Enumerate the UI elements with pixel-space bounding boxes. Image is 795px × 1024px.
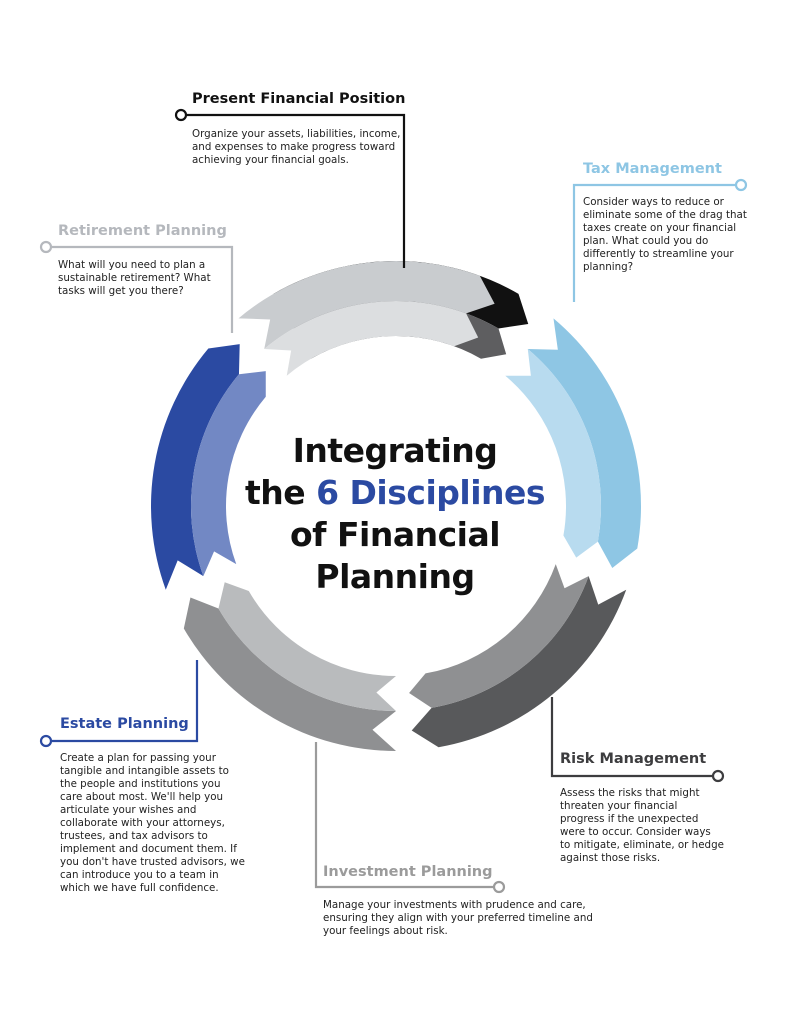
body-line: you don't have trusted advisors, we bbox=[60, 856, 245, 868]
body-line: collaborate with your attorneys, bbox=[60, 817, 225, 829]
body-line: can introduce you to a team in bbox=[60, 869, 219, 881]
retirement-heading: Retirement Planning bbox=[58, 223, 227, 239]
risk-segment-inner bbox=[409, 564, 589, 708]
tax-leader-line bbox=[572, 183, 741, 302]
title-line-1: Integrating bbox=[292, 431, 498, 470]
risk-heading: Risk Management bbox=[560, 751, 707, 767]
body-line: sustainable retirement? What bbox=[58, 272, 211, 284]
body-line: plan. What could you do bbox=[583, 235, 709, 247]
estate-body: Create a plan for passing your tangible … bbox=[60, 752, 260, 895]
present-body: Organize your assets, liabilities, incom… bbox=[192, 128, 422, 167]
tax-segment-inner bbox=[505, 348, 602, 558]
body-line: eliminate some of the drag that bbox=[583, 209, 747, 221]
present-heading: Present Financial Position bbox=[192, 91, 406, 107]
retirement-leader-line bbox=[46, 245, 234, 333]
body-line: articulate your wishes and bbox=[60, 804, 197, 816]
title-line-4: Planning bbox=[315, 557, 475, 596]
body-line: which we have full confidence. bbox=[60, 882, 219, 894]
leader-lines bbox=[39, 108, 748, 894]
estate-segment-inner bbox=[190, 371, 266, 577]
risk-segment-outer bbox=[411, 576, 627, 748]
body-line: Assess the risks that might bbox=[560, 787, 700, 799]
body-line: Manage your investments with prudence an… bbox=[323, 899, 586, 911]
body-line: achieving your financial goals. bbox=[192, 154, 349, 166]
tax-segment-outer bbox=[527, 318, 642, 569]
retirement-segment-inner bbox=[264, 300, 479, 376]
body-line: were to occur. Consider ways bbox=[560, 826, 711, 838]
body-line: planning? bbox=[583, 261, 634, 273]
title-line-3: of Financial bbox=[289, 515, 501, 554]
body-line: differently to streamline your bbox=[583, 248, 734, 260]
body-line: tangible and intangible assets to bbox=[60, 765, 229, 777]
risk-leader-dot bbox=[711, 769, 725, 783]
estate-segment-outer bbox=[151, 344, 240, 590]
body-line: trustees, and tax advisors to bbox=[60, 830, 208, 842]
title-accent: 6 Disciplines bbox=[316, 473, 546, 512]
title-line-2: the 6 Disciplines bbox=[240, 472, 550, 514]
risk-body: Assess the risks that might threaten you… bbox=[560, 787, 740, 865]
body-line: against those risks. bbox=[560, 852, 661, 864]
body-line: Create a plan for passing your bbox=[60, 752, 216, 764]
investment-leader-line bbox=[314, 742, 499, 889]
present-leader-dot bbox=[174, 108, 188, 122]
present-leader-line bbox=[181, 113, 406, 268]
investment-leader-dot bbox=[492, 880, 506, 894]
diagram-title: Integrating the 6 Disciplines of Financi… bbox=[240, 430, 550, 598]
retirement-segment-outer bbox=[238, 261, 495, 349]
body-line: your feelings about risk. bbox=[323, 925, 448, 937]
tax-body: Consider ways to reduce or eliminate som… bbox=[583, 196, 753, 274]
body-line: Organize your assets, liabilities, incom… bbox=[192, 128, 401, 140]
body-line: Consider ways to reduce or bbox=[583, 196, 724, 208]
investment-body: Manage your investments with prudence an… bbox=[323, 899, 613, 938]
title-line-2-prefix: the bbox=[244, 473, 317, 512]
investment-heading: Investment Planning bbox=[323, 864, 493, 880]
body-line: threaten your financial bbox=[560, 800, 678, 812]
risk-leader-line bbox=[550, 697, 718, 778]
estate-leader-line bbox=[46, 660, 199, 743]
body-line: the people and institutions you bbox=[60, 778, 221, 790]
body-line: taxes create on your financial bbox=[583, 222, 737, 234]
body-line: care about most. We'll help you bbox=[60, 791, 224, 803]
body-line: What will you need to plan a bbox=[58, 259, 206, 271]
estate-heading: Estate Planning bbox=[60, 716, 189, 732]
body-line: implement and document them. If bbox=[60, 843, 237, 855]
investment-segment-inner bbox=[218, 582, 396, 711]
retirement-leader-dot bbox=[39, 240, 53, 254]
investment-segment-outer bbox=[183, 597, 396, 751]
body-line: ensuring they align with your preferred … bbox=[323, 912, 593, 924]
estate-leader-dot bbox=[39, 734, 53, 748]
body-line: tasks will get you there? bbox=[58, 285, 184, 297]
retirement-body: What will you need to plan a sustainable… bbox=[58, 259, 228, 298]
body-line: progress if the unexpected bbox=[560, 813, 699, 825]
body-line: and expenses to make progress toward bbox=[192, 141, 396, 153]
tax-heading: Tax Management bbox=[583, 161, 722, 177]
cycle-ring bbox=[151, 260, 642, 751]
tax-leader-dot bbox=[734, 178, 748, 192]
body-line: to mitigate, eliminate, or hedge bbox=[560, 839, 724, 851]
